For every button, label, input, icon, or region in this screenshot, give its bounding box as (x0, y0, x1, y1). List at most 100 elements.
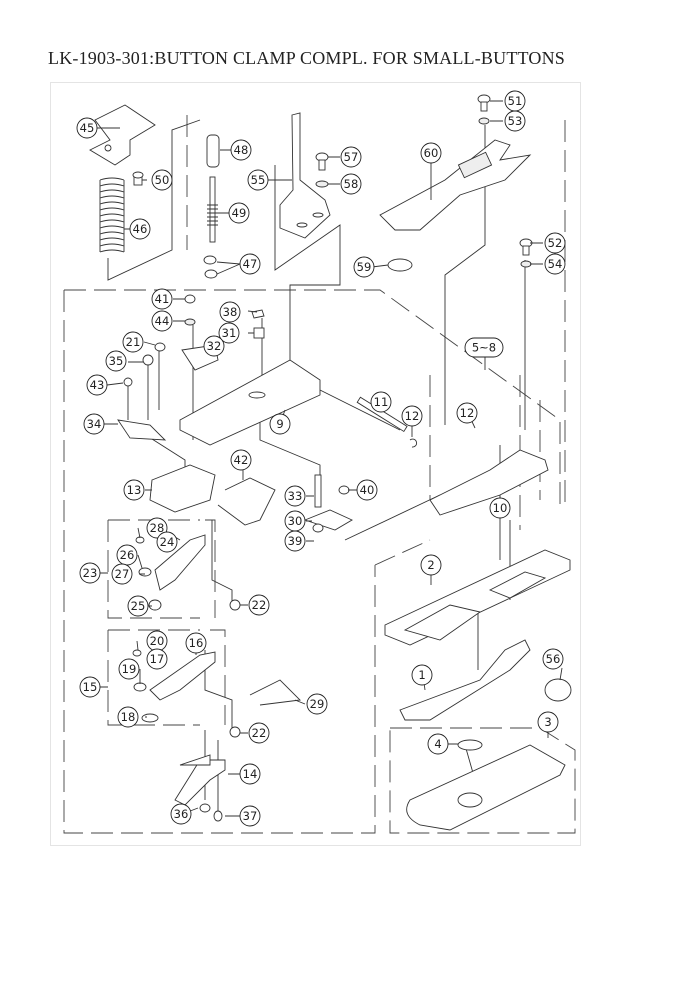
part-4-disc (457, 739, 483, 751)
callout-12a: 12 (401, 405, 423, 427)
callout-10: 10 (489, 497, 511, 519)
callout-3: 3 (537, 711, 559, 733)
part-14-lever (174, 754, 226, 806)
callout-12b: 12 (456, 402, 478, 424)
callout-label: 44 (155, 314, 170, 328)
callout-label: 22 (252, 726, 267, 740)
callout-label: 58 (344, 177, 359, 191)
callout-29: 29 (306, 693, 328, 715)
part-9-plate (179, 359, 321, 446)
callout-label: 53 (508, 114, 523, 128)
callout-label: 45 (80, 121, 95, 135)
part-59-disc (387, 258, 413, 272)
callout-22a: 22 (248, 594, 270, 616)
part-13-block (149, 464, 216, 513)
callout-57: 57 (340, 146, 362, 168)
callout-35: 35 (105, 350, 127, 372)
callout-label: 47 (243, 257, 258, 271)
callout-label: 57 (344, 150, 359, 164)
callout-label: 22 (252, 598, 267, 612)
part-56-cap (544, 678, 572, 702)
part-50-screw (132, 171, 144, 186)
callout-14: 14 (239, 763, 261, 785)
callout-16: 16 (185, 632, 207, 654)
part-30-plate (303, 509, 353, 531)
callout-label: 20 (150, 634, 165, 648)
callout-58: 58 (340, 173, 362, 195)
callout-50: 50 (151, 169, 173, 191)
callout-24: 24 (156, 531, 178, 553)
callout-label: 55 (251, 173, 266, 187)
callout-2: 2 (420, 554, 442, 576)
callout-40: 40 (356, 479, 378, 501)
callout-31: 31 (218, 322, 240, 344)
callout-36: 36 (170, 803, 192, 825)
callout-label: 21 (126, 335, 141, 349)
callout-label: 51 (508, 94, 523, 108)
part-60-lever (379, 139, 532, 231)
callout-23: 23 (79, 562, 101, 584)
callout-label: 38 (223, 305, 238, 319)
part-29-spring (249, 679, 301, 706)
callout-label: 26 (120, 548, 135, 562)
callout-label: 60 (424, 146, 439, 160)
callout-label: 31 (222, 326, 237, 340)
callout-41: 41 (151, 288, 173, 310)
part-24-arm (154, 534, 206, 591)
callout-label: 13 (127, 483, 142, 497)
callout-label: 42 (234, 453, 249, 467)
callout-label: 25 (131, 599, 146, 613)
callout-leaders (95, 100, 563, 817)
callout-15: 15 (79, 676, 101, 698)
callout-54: 54 (544, 253, 566, 275)
callout-label: 48 (234, 143, 249, 157)
callout-30: 30 (284, 510, 306, 532)
part-48-collar (206, 134, 220, 168)
callout-5-8: 5~8 (464, 337, 504, 358)
callout-42: 42 (230, 449, 252, 471)
callout-label: 1 (418, 668, 425, 682)
callout-13: 13 (123, 479, 145, 501)
callout-33: 33 (284, 485, 306, 507)
callout-46: 46 (129, 218, 151, 240)
callout-label: 41 (155, 292, 170, 306)
part-46-spring (99, 177, 125, 253)
callout-49: 49 (228, 202, 250, 224)
callout-label: 12 (405, 409, 420, 423)
part-16-arm (149, 651, 216, 701)
group-boundaries (63, 115, 576, 834)
callout-label: 36 (174, 807, 189, 821)
callout-25: 25 (127, 595, 149, 617)
callout-60: 60 (420, 142, 442, 164)
part-45-bracket (89, 104, 156, 166)
callout-52: 52 (544, 232, 566, 254)
part-52-screw (519, 238, 533, 256)
callout-47: 47 (239, 253, 261, 275)
part-47-nuts (203, 255, 218, 279)
diagram-title: LK-1903-301:BUTTON CLAMP COMPL. FOR SMAL… (48, 48, 566, 68)
callout-label: 54 (548, 257, 563, 271)
callout-label: 10 (493, 501, 508, 515)
callout-label: 34 (87, 417, 102, 431)
callout-label: 56 (546, 652, 561, 666)
callout-51: 51 (504, 90, 526, 112)
part-2-plate (384, 549, 571, 646)
callout-label: 49 (232, 206, 247, 220)
callout-56: 56 (542, 648, 564, 670)
callout-43: 43 (86, 374, 108, 396)
callout-label: 37 (243, 809, 258, 823)
callout-59: 59 (353, 256, 375, 278)
callouts: 45 46 50 48 49 47 55 57 58 60 59 51 53 5… (76, 90, 566, 827)
callout-label: 35 (109, 354, 124, 368)
callout-label: 40 (360, 483, 375, 497)
callout-label: 46 (133, 222, 148, 236)
callout-9: 9 (269, 413, 291, 435)
part-1-clamp (399, 639, 531, 721)
callout-label: 19 (122, 662, 137, 676)
callout-27: 27 (111, 563, 133, 585)
callout-label: 24 (160, 535, 175, 549)
callout-label: 15 (83, 680, 98, 694)
callout-label: 39 (288, 534, 303, 548)
part-33-pin (314, 474, 322, 508)
